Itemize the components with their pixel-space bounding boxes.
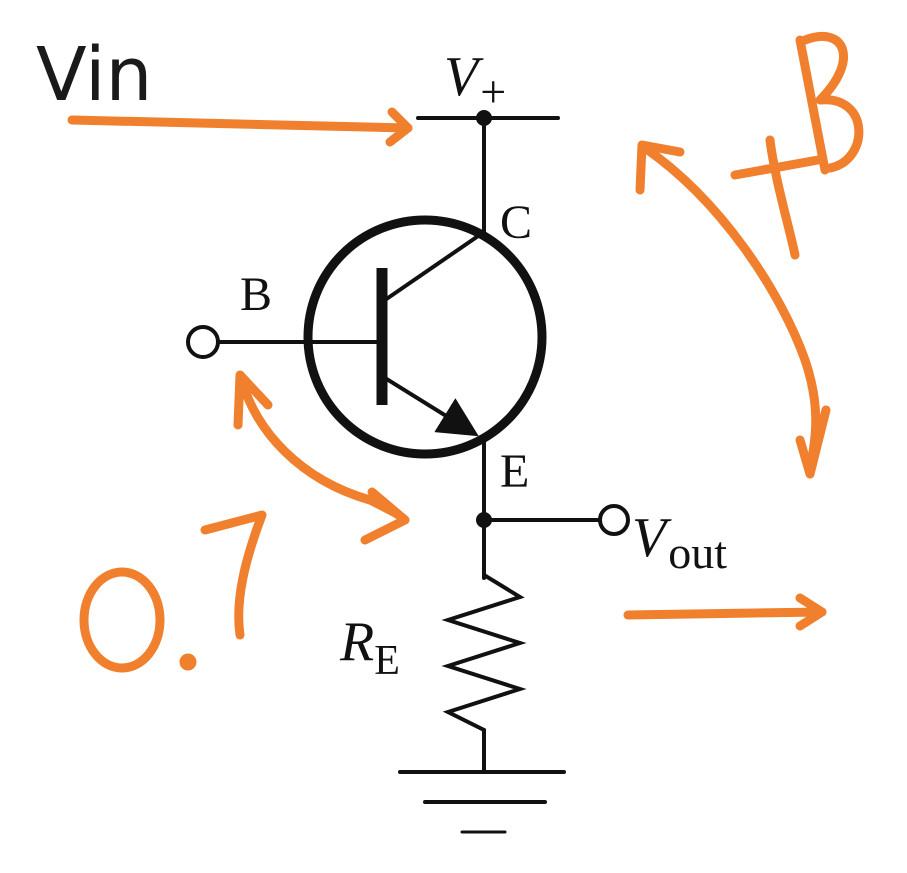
vbe-arrowhead-bottom	[360, 487, 410, 545]
digit-seven	[200, 510, 267, 640]
vin-arrowhead	[385, 107, 413, 147]
emitter-resistor	[441, 558, 527, 772]
resistor-label: RE	[339, 611, 400, 684]
ground-minus-text: −	[880, 39, 881, 41]
beta-double-arrow	[640, 143, 821, 475]
base-label: B	[240, 268, 272, 321]
b-bowls	[800, 31, 864, 173]
collector-label: C	[500, 196, 532, 249]
beta-arrowhead-top	[635, 140, 685, 195]
vout-arrow	[623, 607, 827, 620]
schematic	[186, 110, 630, 834]
plus-vertical	[765, 135, 800, 260]
vout-arrowhead	[795, 593, 827, 631]
transistor-body	[303, 215, 547, 459]
vbe-arrowhead-top	[233, 370, 273, 430]
orange-annotations	[67, 31, 864, 673]
plus-horizontal	[730, 155, 823, 180]
b-stem	[795, 35, 830, 175]
beta-arrowhead-bottom	[795, 405, 831, 479]
output-label: Vout	[632, 507, 727, 578]
digit-zero	[79, 567, 165, 673]
beta-label-text: +B	[880, 19, 882, 21]
vin-arrow	[67, 115, 413, 133]
emitter-label: E	[500, 445, 529, 498]
collector-internal	[383, 230, 486, 302]
drop-label-text: 0.7	[880, 29, 882, 31]
output-terminal	[598, 504, 630, 536]
base-terminal	[186, 325, 220, 359]
emitter-arrow	[383, 376, 479, 437]
decimal-point	[179, 653, 197, 671]
supply-label: V+	[444, 46, 506, 117]
vin-handwritten: Vin	[36, 32, 152, 118]
